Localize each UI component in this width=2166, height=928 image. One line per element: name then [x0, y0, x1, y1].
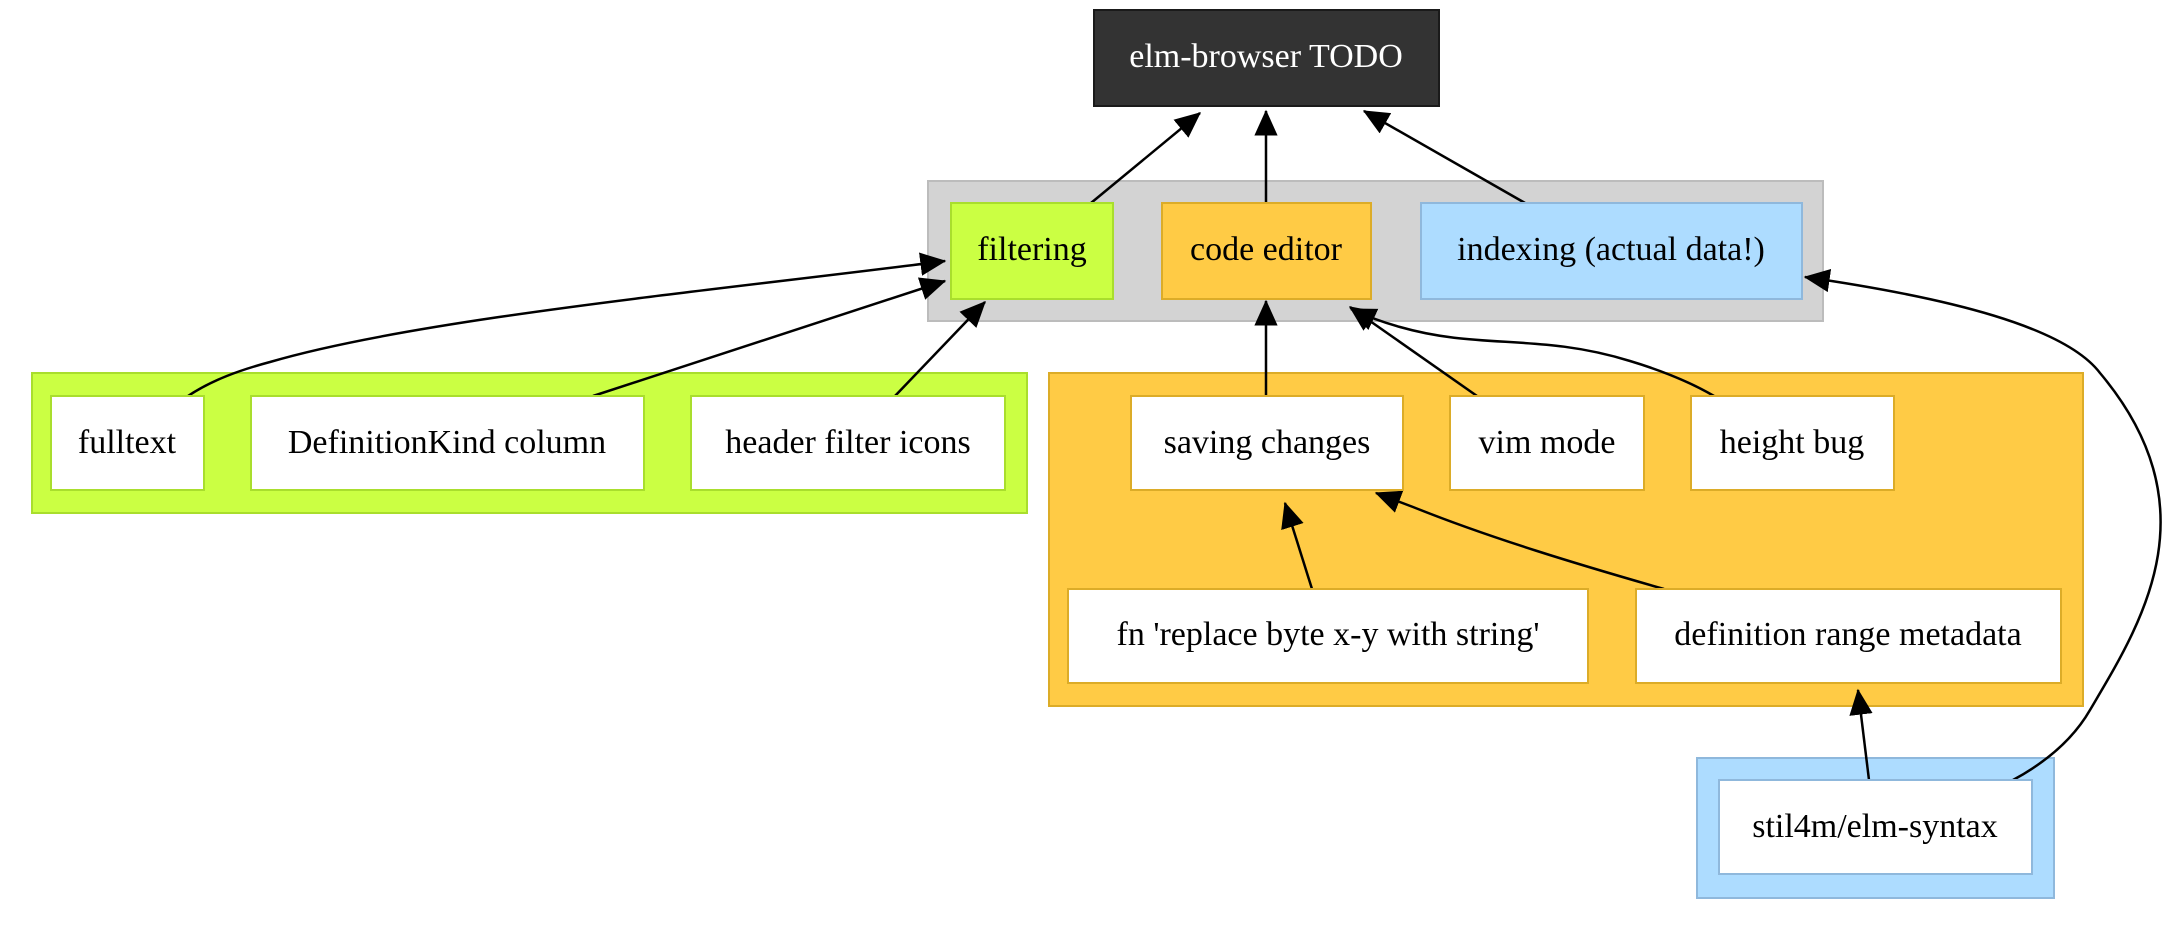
edge-elm-syntax-to-indexing	[1803, 268, 2162, 782]
node-fulltext: fulltext	[50, 395, 205, 491]
node-code-editor: code editor	[1161, 202, 1372, 300]
edges	[187, 109, 2162, 782]
node-filtering: filtering	[950, 202, 1114, 300]
edge-elm-syntax-to-definition-range	[1849, 688, 1873, 781]
node-root: elm-browser TODO	[1093, 9, 1440, 107]
node-vim-mode-label: vim mode	[1479, 424, 1616, 461]
node-definition-range-metadata-label: definition range metadata	[1674, 616, 2021, 653]
edge-height-bug-to-code-editor	[1349, 307, 1715, 398]
node-saving-changes: saving changes	[1130, 395, 1404, 491]
node-root-label: elm-browser TODO	[1129, 38, 1403, 75]
node-definitionkind-column: DefinitionKind column	[250, 395, 645, 491]
node-indexing: indexing (actual data!)	[1420, 202, 1803, 300]
node-fn-replace-byte-label: fn 'replace byte x-y with string'	[1117, 616, 1540, 653]
node-header-filter-icons: header filter icons	[690, 395, 1006, 491]
node-header-filter-icons-label: header filter icons	[725, 424, 970, 461]
node-definition-range-metadata: definition range metadata	[1635, 588, 2062, 684]
edge-header-filter-icons-to-filtering	[894, 301, 986, 397]
edge-fn-replace-to-saving-changes	[1281, 501, 1314, 590]
edge-indexing-to-root	[1362, 109, 1526, 205]
edge-definitionkind-to-filtering	[592, 277, 947, 398]
node-filtering-label: filtering	[977, 231, 1087, 268]
node-height-bug: height bug	[1690, 395, 1895, 491]
node-elm-syntax-label: stil4m/elm-syntax	[1752, 808, 1998, 845]
node-definitionkind-column-label: DefinitionKind column	[288, 424, 606, 461]
edge-fulltext-to-filtering	[187, 252, 947, 398]
node-saving-changes-label: saving changes	[1164, 424, 1371, 461]
node-elm-syntax: stil4m/elm-syntax	[1718, 779, 2033, 875]
node-fulltext-label: fulltext	[78, 424, 177, 461]
node-fn-replace-byte: fn 'replace byte x-y with string'	[1067, 588, 1589, 684]
edge-filtering-to-root	[1090, 112, 1202, 204]
edge-definition-range-to-saving-changes	[1374, 490, 1665, 591]
node-indexing-label: indexing (actual data!)	[1457, 231, 1765, 268]
node-code-editor-label: code editor	[1190, 231, 1343, 268]
node-height-bug-label: height bug	[1720, 424, 1864, 461]
node-vim-mode: vim mode	[1449, 395, 1645, 491]
